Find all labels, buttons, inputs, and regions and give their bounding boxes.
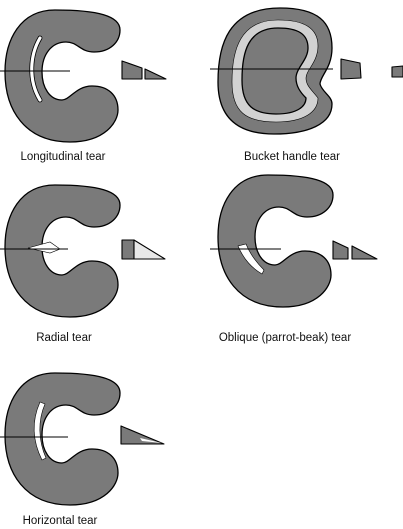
cross-section-outer bbox=[340, 58, 362, 80]
cross-section-tear bbox=[140, 438, 162, 443]
cross-section bbox=[120, 425, 165, 445]
caption-longitudinal: Longitudinal tear bbox=[20, 151, 106, 163]
cross-section-outer bbox=[121, 60, 143, 80]
cross-section-outer bbox=[121, 239, 135, 260]
horizontal-tear-mark bbox=[33, 401, 47, 461]
panel-bucket-handle bbox=[210, 7, 403, 135]
caption-oblique: Oblique (parrot-beak) tear bbox=[218, 332, 352, 344]
meniscus-shape bbox=[4, 372, 121, 506]
oblique-tear-mark bbox=[237, 243, 265, 275]
panel-oblique bbox=[210, 174, 378, 308]
panel-radial bbox=[0, 184, 166, 318]
caption-horizontal: Horizontal tear bbox=[22, 515, 98, 527]
longitudinal-tear-mark bbox=[30, 36, 42, 102]
cross-section-outer bbox=[332, 240, 349, 260]
panel-horizontal bbox=[0, 372, 165, 506]
meniscus-shape bbox=[217, 174, 334, 308]
bucket-handle-inner bbox=[241, 27, 309, 115]
panel-longitudinal bbox=[0, 9, 167, 143]
cross-section-inner bbox=[351, 245, 378, 260]
meniscus-shape bbox=[4, 184, 121, 318]
cross-section-inner bbox=[144, 68, 167, 80]
cross-section-inner bbox=[391, 65, 403, 78]
caption-bucket-handle: Bucket handle tear bbox=[244, 151, 340, 163]
cross-section-inner bbox=[133, 239, 166, 260]
meniscus-shape bbox=[4, 9, 121, 143]
caption-radial: Radial tear bbox=[36, 332, 92, 344]
